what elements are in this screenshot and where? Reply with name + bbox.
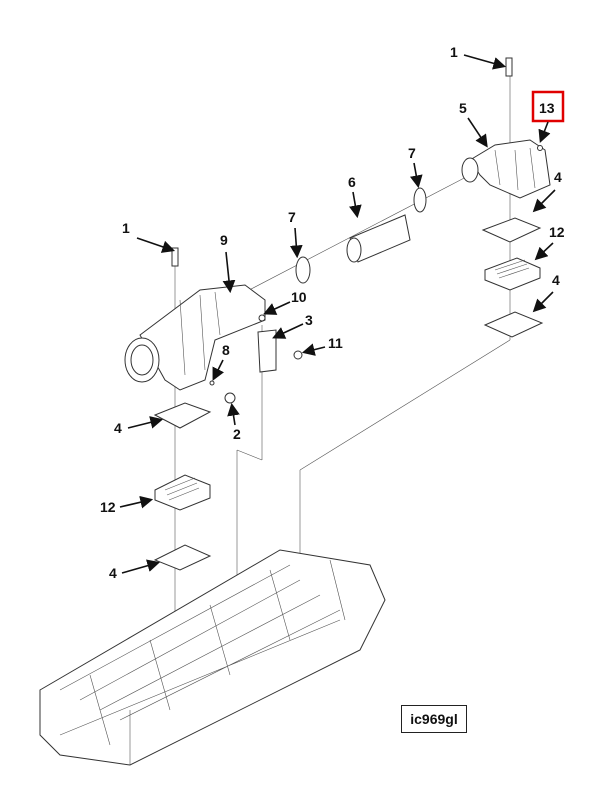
nut-10	[258, 314, 266, 322]
plug-13	[537, 145, 543, 151]
callout-8: 8	[212, 342, 230, 381]
svg-text:1: 1	[450, 44, 458, 60]
capscrew-1-top	[505, 57, 513, 77]
illustration-reference-code: ic969gl	[401, 705, 467, 733]
svg-text:9: 9	[220, 232, 228, 248]
svg-text:8: 8	[222, 342, 230, 358]
callout-2: 2	[227, 402, 241, 442]
svg-text:10: 10	[291, 289, 307, 305]
svg-text:4: 4	[554, 169, 562, 185]
svg-text:13: 13	[539, 100, 555, 116]
callout-12-left: 12	[100, 495, 154, 515]
callout-labels: 1 13 5 7 6 4 12 4 1 9 7 10 3 11 8 2 4 12…	[100, 44, 565, 581]
bracket-3	[257, 329, 277, 373]
callout-10: 10	[263, 289, 307, 315]
svg-text:12: 12	[100, 499, 116, 515]
callout-4-right-bottom: 4	[532, 272, 560, 313]
callout-3: 3	[272, 312, 313, 339]
svg-text:7: 7	[408, 145, 416, 161]
svg-text:3: 3	[305, 312, 313, 328]
svg-text:4: 4	[552, 272, 560, 288]
callout-1-top: 1	[450, 44, 507, 70]
right-gasket-stack	[481, 217, 544, 338]
svg-text:6: 6	[348, 174, 356, 190]
svg-text:1: 1	[122, 220, 130, 236]
callout-11: 11	[301, 335, 343, 356]
callout-12-right: 12	[534, 224, 565, 261]
svg-text:11: 11	[328, 335, 343, 351]
exhaust-elbow-right	[461, 57, 551, 199]
svg-text:7: 7	[288, 209, 296, 225]
callout-6: 6	[348, 174, 362, 219]
washer-8	[209, 380, 215, 386]
svg-text:4: 4	[109, 565, 117, 581]
callout-7-left: 7	[288, 209, 303, 259]
exhaust-manifold-left	[124, 247, 303, 404]
svg-text:2: 2	[233, 426, 241, 442]
plug-2	[224, 392, 236, 404]
capscrew-1-left	[171, 247, 179, 267]
svg-text:12: 12	[549, 224, 565, 240]
callout-4-right-top: 4	[532, 169, 562, 213]
callout-4-left-bottom: 4	[109, 559, 161, 581]
callout-9: 9	[220, 232, 236, 294]
nut-11	[293, 350, 303, 360]
callout-7-right: 7	[408, 145, 423, 189]
svg-text:5: 5	[459, 100, 467, 116]
left-gasket-stack	[153, 402, 212, 571]
callout-13-highlighted: 13	[531, 90, 565, 143]
clamps-and-tube	[295, 187, 427, 284]
highlight-box	[531, 90, 565, 123]
svg-text:4: 4	[114, 420, 122, 436]
cylinder-head-block	[39, 549, 386, 766]
callout-4-left-top: 4	[114, 416, 164, 436]
callout-5: 5	[459, 100, 488, 148]
callout-1-left: 1	[122, 220, 176, 253]
